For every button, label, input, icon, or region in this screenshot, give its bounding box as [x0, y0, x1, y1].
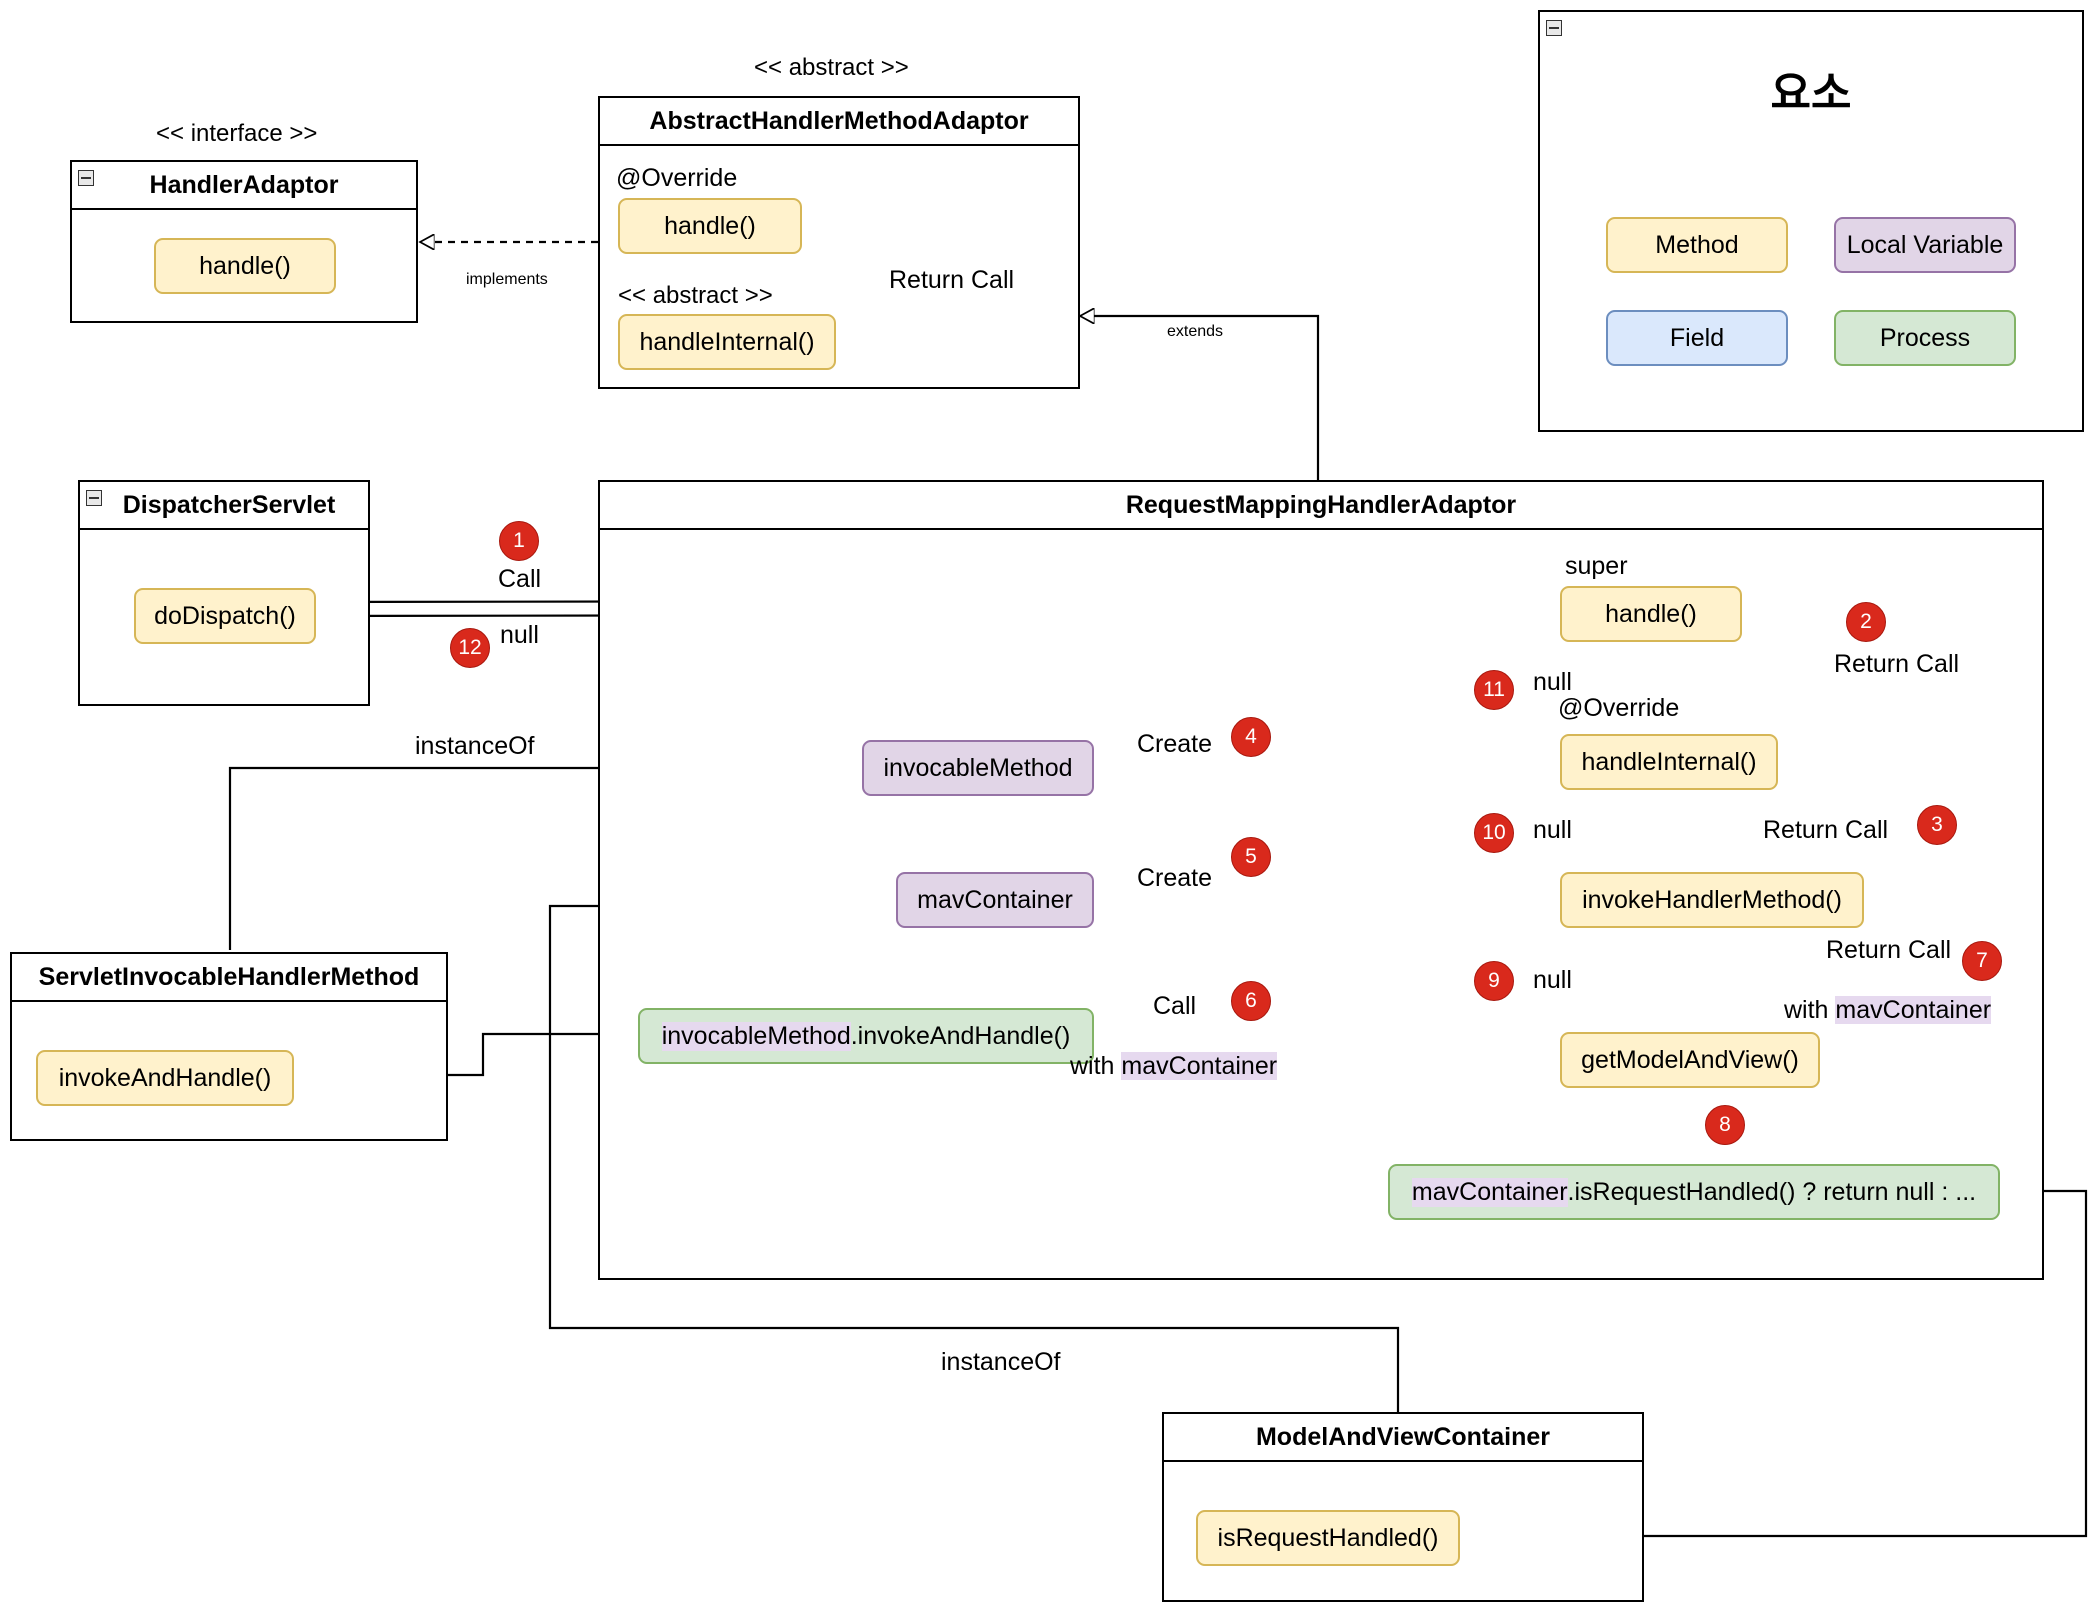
model-and-view-container-header: ModelAndViewContainer — [1164, 1414, 1642, 1462]
abstract-return-call-label: Return Call — [889, 266, 1015, 294]
get-model-and-view-method: getModelAndView() — [1560, 1032, 1820, 1088]
class-name: ModelAndViewContainer — [1255, 1422, 1550, 1451]
servlet-invoke-and-handle-method: invokeAndHandle() — [36, 1050, 294, 1106]
null-label-10: null — [1533, 816, 1572, 844]
step-badge-4: 4 — [1231, 717, 1271, 757]
with-mav-container-label-7: with mavContainer — [1784, 996, 1992, 1024]
step-badge-12: 12 — [450, 628, 490, 668]
create-label-4: Create — [1137, 730, 1213, 758]
handler-adaptor-stereotype: << interface >> — [156, 120, 318, 147]
create-label-5: Create — [1137, 864, 1213, 892]
invoke-and-handle-process: invocableMethod.invokeAndHandle() — [638, 1008, 1094, 1064]
legend-title: 요소 — [1770, 69, 1852, 118]
null-label-12: null — [500, 621, 539, 649]
return-call-label-2: Return Call — [1834, 650, 1960, 678]
class-name: DispatcherServlet — [122, 490, 336, 519]
return-call-label-7: Return Call — [1826, 936, 1952, 964]
call-label-6: Call — [1153, 992, 1197, 1020]
do-dispatch-method: doDispatch() — [134, 588, 316, 644]
step-badge-7: 7 — [1962, 941, 2002, 981]
abstract-adaptor-stereotype: << abstract >> — [754, 54, 909, 81]
legend-process: Process — [1834, 310, 2016, 366]
handler-adaptor-header: HandlerAdaptor — [72, 162, 416, 210]
abstract-handle-method: handle() — [618, 198, 802, 254]
extends-edge — [1080, 316, 1320, 480]
step-badge-8: 8 — [1705, 1105, 1745, 1145]
step-badge-1: 1 — [499, 521, 539, 561]
step-badge-5: 5 — [1231, 837, 1271, 877]
rm-handle-internal-method: handleInternal() — [1560, 734, 1778, 790]
instance-of-label-invocable: instanceOf — [415, 732, 535, 760]
invoke-and-handle-call: .invokeAndHandle() — [850, 1021, 1071, 1050]
is-request-handled-process: mavContainer.isRequestHandled() ? return… — [1388, 1164, 2000, 1220]
abstract-adaptor-class: AbstractHandlerMethodAdaptor @Override h… — [598, 96, 1080, 389]
step-badge-2: 2 — [1846, 602, 1886, 642]
with-word: with — [1070, 1052, 1115, 1080]
class-name: RequestMappingHandlerAdaptor — [1125, 490, 1517, 519]
class-name: HandlerAdaptor — [149, 170, 339, 199]
invocable-method-ref: invocableMethod — [661, 1021, 851, 1051]
legend-local-variable: Local Variable — [1834, 217, 2016, 273]
with-mav-container-label-6: with mavContainer — [1070, 1052, 1278, 1080]
dispatcher-servlet-header: DispatcherServlet — [80, 482, 368, 530]
class-name: AbstractHandlerMethodAdaptor — [649, 106, 1029, 135]
invocable-method-variable: invocableMethod — [862, 740, 1094, 796]
super-label: super — [1565, 552, 1628, 580]
abstract-inner-stereotype: << abstract >> — [618, 282, 773, 309]
step-badge-6: 6 — [1231, 981, 1271, 1021]
null-label-11: null — [1533, 668, 1572, 696]
model-and-view-container-class: ModelAndViewContainer isRequestHandled() — [1162, 1412, 1644, 1602]
request-mapping-header: RequestMappingHandlerAdaptor — [600, 482, 2042, 530]
dispatcher-servlet-class: DispatcherServlet doDispatch() — [78, 480, 370, 706]
call-label-1: Call — [498, 565, 542, 593]
legend-box: 요소 Method Local Variable Field Process — [1538, 10, 2084, 432]
collapse-icon[interactable] — [86, 490, 102, 506]
step-badge-3: 3 — [1917, 805, 1957, 845]
implements-label: implements — [466, 271, 548, 288]
servlet-invocable-header: ServletInvocableHandlerMethod — [12, 954, 446, 1002]
return-call-label-3: Return Call — [1763, 816, 1889, 844]
with-word: with — [1784, 996, 1829, 1024]
handler-adaptor-class: HandlerAdaptor handle() — [70, 160, 418, 323]
override-annotation: @Override — [616, 164, 738, 192]
handler-adaptor-handle-method: handle() — [154, 238, 336, 294]
step-badge-11: 11 — [1474, 670, 1514, 710]
class-name: ServletInvocableHandlerMethod — [38, 962, 420, 991]
mav-container-variable: mavContainer — [896, 872, 1094, 928]
is-request-handled-method: isRequestHandled() — [1196, 1510, 1460, 1566]
instance-of-label-mav: instanceOf — [941, 1348, 1061, 1376]
abstract-adaptor-header: AbstractHandlerMethodAdaptor — [600, 98, 1078, 146]
invoke-handler-method: invokeHandlerMethod() — [1560, 872, 1864, 928]
collapse-icon[interactable] — [78, 170, 94, 186]
step-badge-9: 9 — [1474, 961, 1514, 1001]
collapse-icon[interactable] — [1546, 20, 1562, 36]
mav-container-ref: mavContainer — [1121, 1052, 1278, 1080]
abstract-handle-internal-method: handleInternal() — [618, 314, 836, 370]
servlet-invocable-handler-method-class: ServletInvocableHandlerMethod invokeAndH… — [10, 952, 448, 1141]
extends-label: extends — [1167, 323, 1224, 340]
legend-method: Method — [1606, 217, 1788, 273]
rm-override-annotation: @Override — [1558, 694, 1680, 722]
legend-field: Field — [1606, 310, 1788, 366]
is-request-handled-call: .isRequestHandled() ? return null : ... — [1567, 1177, 1977, 1206]
rm-handle-method: handle() — [1560, 586, 1742, 642]
step-badge-10: 10 — [1474, 813, 1514, 853]
null-label-9: null — [1533, 966, 1572, 994]
mav-container-ref: mavContainer — [1411, 1177, 1568, 1207]
mav-container-ref: mavContainer — [1835, 996, 1992, 1024]
